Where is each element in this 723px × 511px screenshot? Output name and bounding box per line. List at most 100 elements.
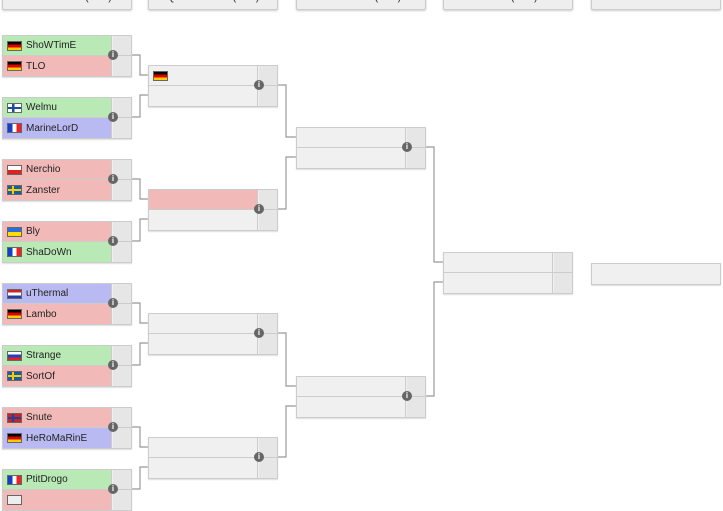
player-slot[interactable] <box>149 86 277 106</box>
player-slot[interactable] <box>149 334 277 354</box>
player-slot[interactable]: Snute <box>3 408 131 428</box>
match-box <box>443 252 573 294</box>
match-info-icon[interactable]: i <box>108 298 118 308</box>
flag-pl-icon <box>7 164 22 175</box>
match-box <box>148 313 278 355</box>
flag-nl-icon <box>7 288 22 299</box>
player-name: Bly <box>26 226 40 237</box>
score-cell <box>113 366 131 386</box>
score-cell <box>259 334 277 354</box>
player-slot[interactable] <box>297 377 425 397</box>
player-slot[interactable] <box>297 397 425 417</box>
flag-no-icon <box>7 412 22 423</box>
player-name: ShaDoWn <box>26 246 72 258</box>
match-info-icon[interactable]: i <box>108 174 118 184</box>
player-slot[interactable]: MarineLorD <box>3 118 131 138</box>
player-name: MarineLorD <box>26 122 79 134</box>
player-slot[interactable]: SortOf <box>3 366 131 386</box>
score-cell <box>259 438 277 457</box>
match-info-icon[interactable]: i <box>108 50 118 60</box>
score-cell <box>259 190 277 209</box>
player-slot[interactable] <box>149 66 277 86</box>
player-slot[interactable] <box>444 273 572 293</box>
match-info-icon[interactable]: i <box>402 391 412 401</box>
match-box <box>148 65 278 107</box>
player-slot[interactable]: Welmu <box>3 98 131 118</box>
match-info-icon[interactable]: i <box>402 142 412 152</box>
match-info-icon[interactable]: i <box>108 422 118 432</box>
player-name-cell <box>297 128 406 147</box>
score-cell <box>113 36 131 55</box>
player-name: Snute <box>26 412 53 423</box>
player-slot[interactable]: Bly <box>3 222 131 242</box>
match-info-icon[interactable]: i <box>108 236 118 246</box>
player-slot[interactable] <box>149 210 277 230</box>
player-name: Strange <box>26 350 62 361</box>
player-slot[interactable]: uThermal <box>3 284 131 304</box>
match-info-icon[interactable]: i <box>254 328 264 338</box>
player-slot[interactable] <box>149 458 277 478</box>
player-slot[interactable]: HeRoMaRinE <box>3 428 131 448</box>
player-name-cell: TLO <box>3 56 112 76</box>
player-slot[interactable]: ShaDoWn <box>3 242 131 262</box>
match-info-icon[interactable]: i <box>254 204 264 214</box>
player-name-cell <box>297 397 406 417</box>
player-name: TLO <box>26 60 46 72</box>
player-name-cell: Snute <box>3 408 112 427</box>
score-cell <box>113 284 131 303</box>
player-name-cell: Zanster <box>3 180 112 200</box>
player-slot[interactable]: Lambo <box>3 304 131 324</box>
player-name: HeRoMaRinE <box>26 432 88 444</box>
score-cell <box>554 273 572 293</box>
player-slot[interactable]: Strange <box>3 346 131 366</box>
player-slot[interactable]: Zanster <box>3 180 131 200</box>
score-cell <box>113 180 131 200</box>
flag-de-icon <box>7 61 22 71</box>
flag-fr-icon <box>7 474 22 485</box>
flag-se-icon <box>7 185 22 195</box>
player-slot[interactable]: PtitDrogo <box>3 470 131 490</box>
player-name-cell: SortOf <box>3 366 112 386</box>
player-slot[interactable] <box>149 190 277 210</box>
player-slot[interactable]: Nerchio <box>3 160 131 180</box>
player-name: PtitDrogo <box>26 474 68 485</box>
score-cell <box>407 128 425 147</box>
player-slot[interactable] <box>297 148 425 168</box>
player-name-cell: Strange <box>3 346 112 365</box>
score-cell <box>113 408 131 427</box>
flag-de-icon <box>7 40 22 51</box>
player-slot[interactable] <box>297 128 425 148</box>
round-header: Finals (Bo5) <box>443 0 573 10</box>
player-slot[interactable] <box>149 314 277 334</box>
player-name-cell <box>149 438 258 457</box>
player-slot[interactable] <box>444 253 572 273</box>
score-cell <box>113 56 131 76</box>
player-name-cell <box>149 458 258 478</box>
score-cell <box>259 86 277 106</box>
match-info-icon[interactable]: i <box>108 484 118 494</box>
player-name: ShoWTimE <box>26 40 77 51</box>
match-info-icon[interactable]: i <box>108 112 118 122</box>
player-slot[interactable] <box>149 438 277 458</box>
flag-fi-icon <box>7 102 22 113</box>
match-box <box>296 376 426 418</box>
score-cell <box>113 428 131 448</box>
match-info-icon[interactable]: i <box>254 452 264 462</box>
match-info-icon[interactable]: i <box>254 80 264 90</box>
player-slot[interactable]: TLO <box>3 56 131 76</box>
player-name-cell: uThermal <box>3 284 112 303</box>
match-info-icon[interactable]: i <box>108 360 118 370</box>
match-box <box>296 127 426 169</box>
player-name-cell <box>297 377 406 396</box>
player-name-cell: Bly <box>3 222 112 241</box>
player-name-cell <box>149 86 258 106</box>
flag-fr-icon <box>7 247 22 257</box>
player-name-cell <box>149 190 258 209</box>
player-name-cell: MarineLorD <box>3 118 112 138</box>
player-slot[interactable]: ShoWTimE <box>3 36 131 56</box>
player-name-cell: ShaDoWn <box>3 242 112 262</box>
